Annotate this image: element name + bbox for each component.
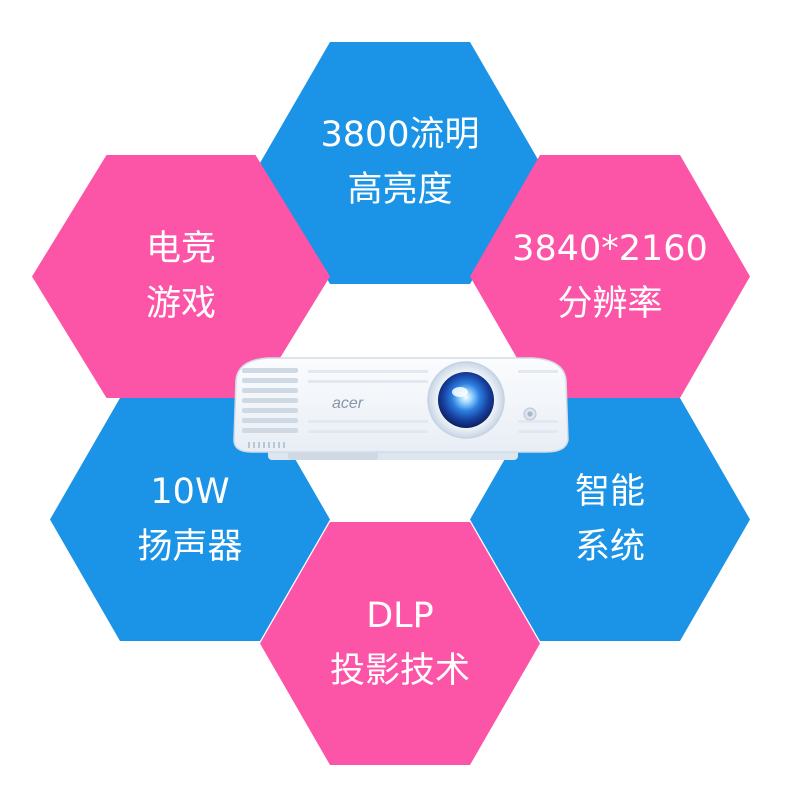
feature-line: DLP [366, 595, 434, 636]
feature-line: 3840*2160 [512, 228, 708, 269]
feature-line: 系统 [574, 526, 645, 567]
feature-line: 电竞 [145, 228, 216, 269]
feature-line: 智能 [574, 471, 645, 512]
feature-text-dlp: DLP 投影技术 [330, 589, 470, 699]
feature-hex-smart-system: 智能 系统 [470, 398, 750, 641]
projector-brand: acer [332, 395, 364, 412]
feature-line: 10W [150, 471, 230, 512]
projector-icon: acer [233, 357, 569, 460]
projector-image: acer [228, 350, 574, 468]
feature-line: 投影技术 [329, 650, 470, 691]
feature-text-brightness: 3800流明 高亮度 [320, 108, 479, 218]
feature-line: 扬声器 [137, 526, 243, 567]
feature-line: 分辨率 [557, 283, 663, 324]
feature-text-resolution: 3840*2160 分辨率 [512, 222, 708, 332]
feature-line: 高亮度 [347, 170, 453, 210]
feature-line: 游戏 [145, 283, 216, 324]
feature-text-speaker: 10W 扬声器 [137, 465, 242, 575]
feature-text-smart-system: 智能 系统 [575, 465, 645, 575]
feature-line: 3800流明 [320, 115, 480, 155]
feature-text-gaming: 电竞 游戏 [146, 222, 216, 332]
